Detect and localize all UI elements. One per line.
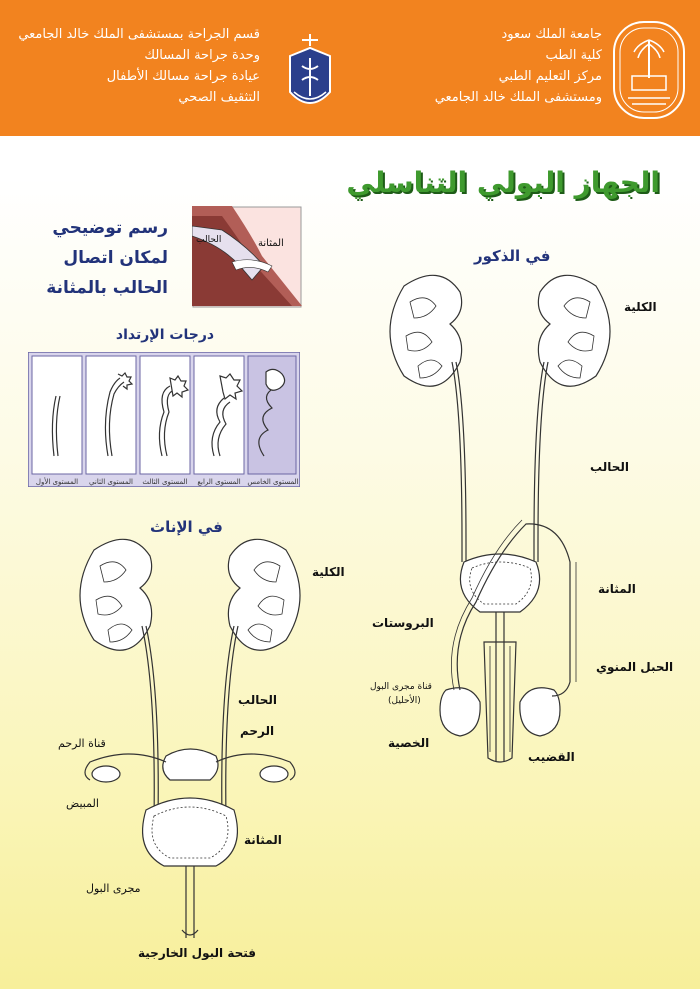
- male-kidney-label: الكلية: [624, 300, 657, 314]
- department-text: قسم الجراحة بمستشفى الملك خالد الجامعي و…: [18, 24, 260, 108]
- male-bladder-label: المثانة: [598, 582, 636, 596]
- ureter-bladder-junction-figure: [192, 206, 302, 308]
- male-section-title: في الذكور: [474, 247, 551, 265]
- caption-line: لمكان اتصال: [63, 248, 168, 268]
- female-kidney-label: الكلية: [312, 565, 345, 579]
- illustration-caption: رسم توضيحي لمكان اتصال الحالب بالمثانة: [28, 213, 168, 303]
- caption-line: رسم توضيحي: [52, 218, 168, 238]
- male-prostate-label: البروستات: [372, 616, 434, 630]
- reflux-grades-title: درجات الإرتداد: [115, 327, 215, 343]
- female-section-title: في الإناث: [150, 518, 223, 536]
- male-urinary-diagram: [389, 274, 611, 763]
- male-urethra-note-label: (الأحليل): [388, 696, 421, 706]
- female-ovary-label: المبيض: [66, 797, 99, 810]
- grade-1-label: المستوى الأول: [35, 478, 79, 486]
- header-banner: جامعة الملك سعود كلية الطب مركز التعليم …: [0, 0, 700, 136]
- header-right-line: جامعة الملك سعود: [501, 27, 602, 42]
- inset-ureter-label: الحالب: [196, 235, 222, 245]
- female-ureter-label: الحالب: [238, 693, 277, 707]
- ksu-logo-icon: [613, 21, 685, 119]
- male-spermatic-cord-label: الحبل المنوي: [596, 660, 674, 674]
- male-urethra-label: قناة مجرى البول: [370, 682, 432, 692]
- inset-bladder-label: المثانة: [258, 238, 284, 249]
- male-penis-label: القضيب: [528, 750, 575, 764]
- header-right-line: كلية الطب: [545, 48, 602, 63]
- female-urethra-label: مجرى البول: [86, 882, 141, 895]
- grade-4-label: المستوى الرابع: [197, 478, 241, 486]
- female-uterus-label: الرحم: [240, 724, 275, 738]
- header-right-line: ومستشفى الملك خالد الجامعي: [434, 90, 602, 105]
- hospital-logo-icon: [289, 34, 331, 104]
- female-fallopian-tube-label: قناة الرحم: [58, 737, 106, 750]
- grade-2-label: المستوى الثاني: [89, 478, 133, 486]
- header-right-line: مركز التعليم الطبي: [498, 69, 602, 84]
- grade-5-label: المستوى الخامس: [247, 478, 299, 486]
- male-ureter-label: الحالب: [590, 460, 629, 474]
- female-meatus-label: فتحة البول الخارجية: [138, 946, 256, 960]
- university-text: جامعة الملك سعود كلية الطب مركز التعليم …: [435, 24, 602, 108]
- caption-line: الحالب بالمثانة: [46, 278, 168, 298]
- header-left-line: عيادة جراحة مسالك الأطفال: [106, 69, 260, 84]
- header-left-line: وحدة جراحة المسالك: [144, 48, 260, 63]
- male-testis-label: الخصية: [388, 736, 430, 750]
- page-title: الجهاز البولي التناسلي: [346, 166, 660, 199]
- female-urinary-diagram: [79, 538, 301, 938]
- header-left-line: التثقيف الصحي: [178, 90, 260, 105]
- grade-3-label: المستوى الثالث: [142, 478, 188, 486]
- female-bladder-label: المثانة: [244, 833, 282, 847]
- reflux-grades-figure: [28, 352, 300, 487]
- header-left-line: قسم الجراحة بمستشفى الملك خالد الجامعي: [18, 27, 260, 42]
